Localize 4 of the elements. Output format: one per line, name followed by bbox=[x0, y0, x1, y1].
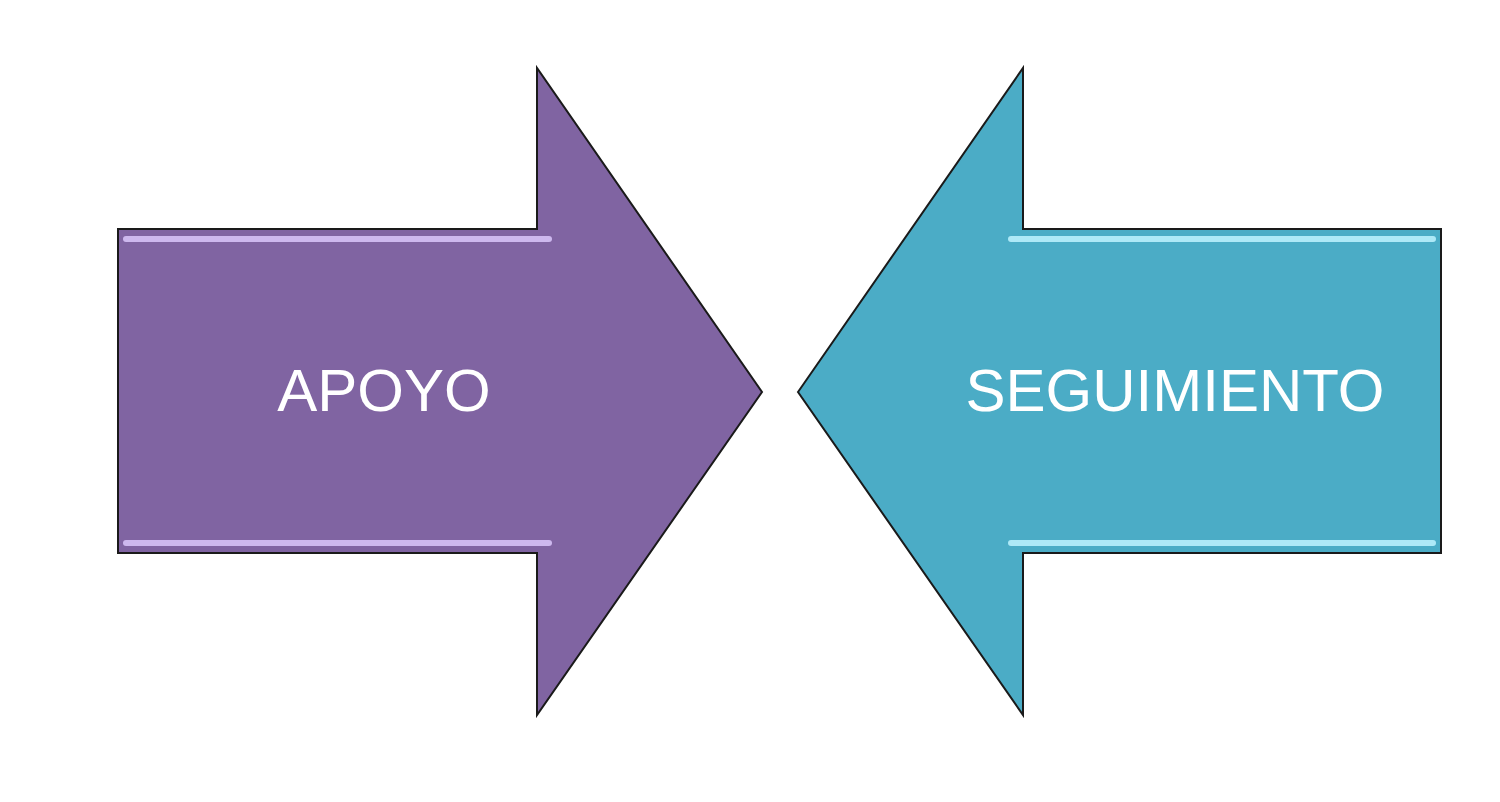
arrow-label: SEGUIMIENTO bbox=[965, 358, 1385, 424]
block-arrow bbox=[798, 68, 1441, 715]
block-arrow bbox=[118, 68, 762, 715]
arrow-label: APOYO bbox=[277, 358, 491, 424]
